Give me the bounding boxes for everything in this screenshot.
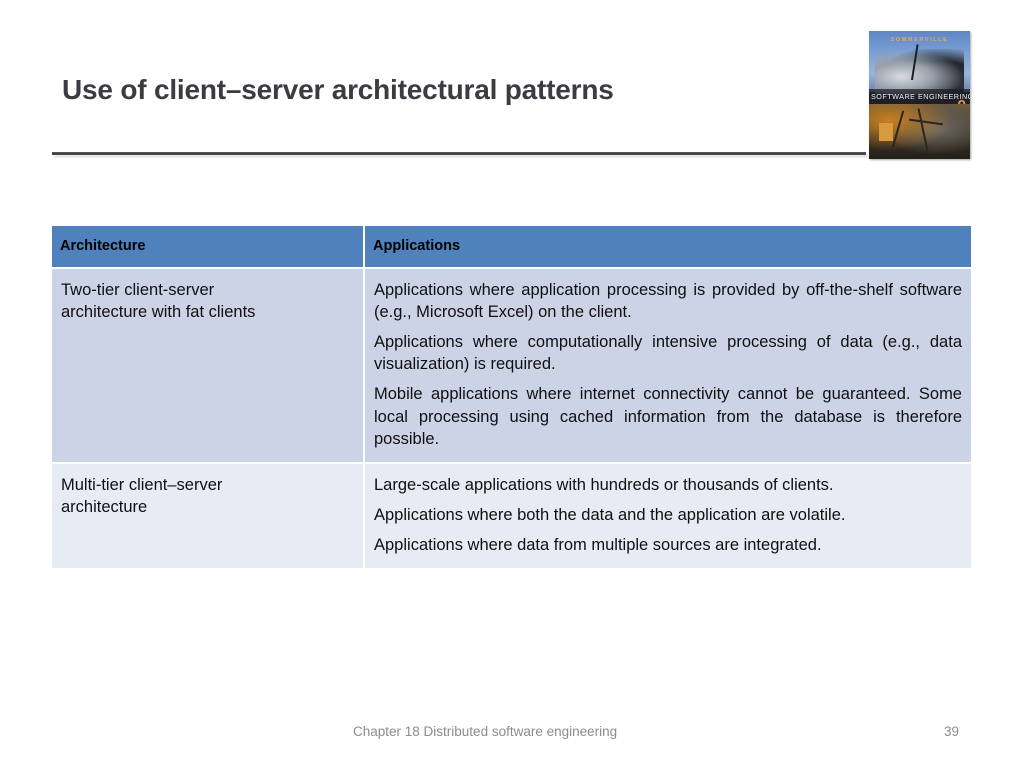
book-cover-author: SOMMERVILLE <box>890 37 949 44</box>
application-item: Applications where both the data and the… <box>374 505 846 524</box>
book-cover-crate <box>879 123 894 142</box>
book-cover-image: SOMMERVILLE SOFTWARE ENGINEERING 9 <box>869 31 970 159</box>
title-divider-rule <box>52 152 866 155</box>
application-item: Applications where application processin… <box>374 281 962 322</box>
title-divider-shadow <box>54 155 868 158</box>
table-header-row: Architecture Applications <box>52 226 971 269</box>
cell-architecture: Two-tier client-server architecture with… <box>52 269 365 464</box>
cell-applications: Applications where application processin… <box>365 269 971 464</box>
application-item: Large-scale applications with hundreds o… <box>374 475 834 494</box>
table-row: Two-tier client-server architecture with… <box>52 269 971 464</box>
book-cover-title: SOFTWARE ENGINEERING <box>871 91 970 101</box>
footer-slide-number: 39 <box>944 724 960 739</box>
book-cover-title-band: SOFTWARE ENGINEERING <box>869 88 970 104</box>
cell-architecture: Multi-tier client–server architecture <box>52 463 365 569</box>
column-header-architecture: Architecture <box>52 226 365 269</box>
page-title: Use of client–server architectural patte… <box>62 74 614 105</box>
column-header-applications: Applications <box>365 226 971 269</box>
table-row: Multi-tier client–server architecture La… <box>52 463 971 569</box>
architecture-applications-table: Architecture Applications Two-tier clien… <box>52 226 971 569</box>
application-item: Applications where computationally inten… <box>374 333 962 374</box>
application-item: Mobile applications where internet conne… <box>374 385 962 448</box>
application-item: Applications where data from multiple so… <box>374 535 822 554</box>
footer-chapter-label: Chapter 18 Distributed software engineer… <box>353 724 618 739</box>
book-cover-machinery <box>875 48 964 95</box>
cell-applications: Large-scale applications with hundreds o… <box>365 463 971 569</box>
